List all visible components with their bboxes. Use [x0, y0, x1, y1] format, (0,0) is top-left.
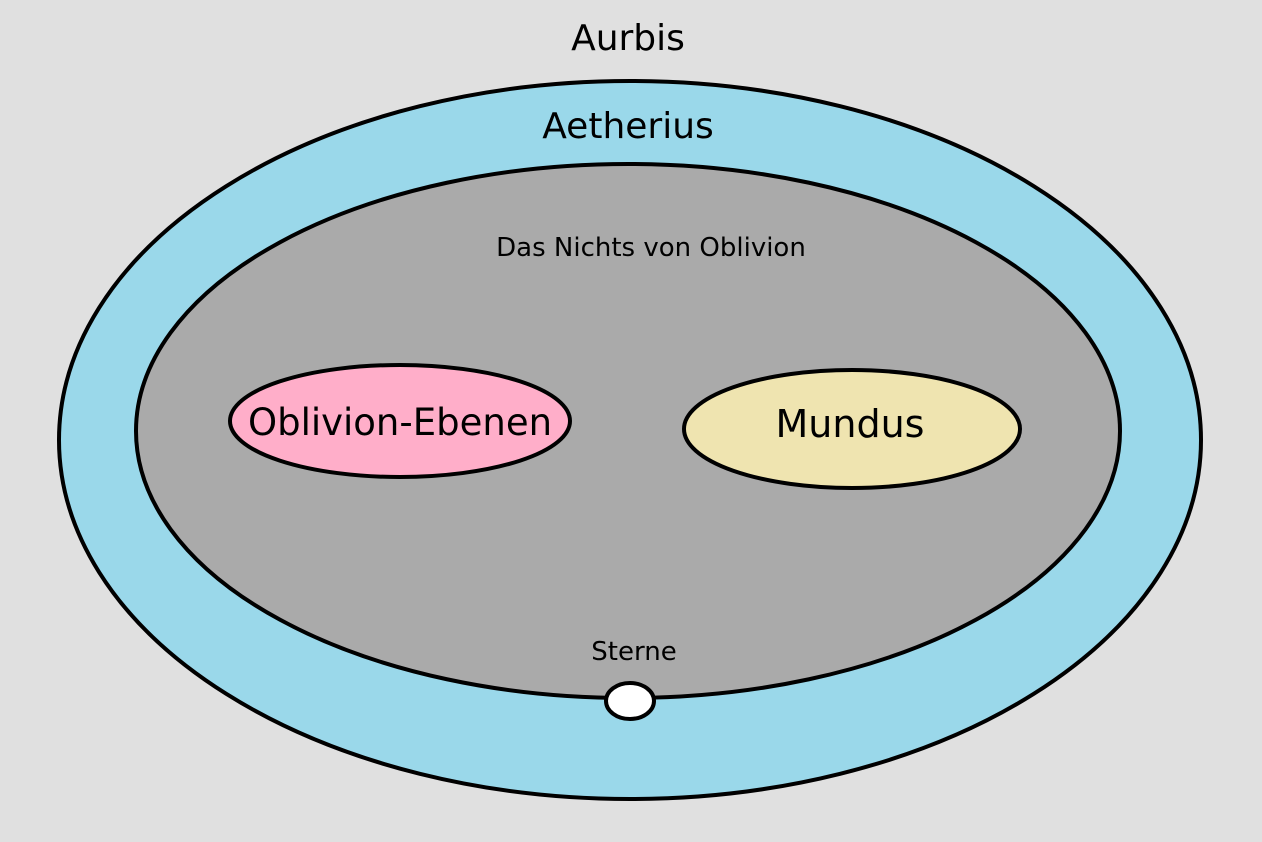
mundus-label: Mundus — [776, 402, 925, 446]
oblivion-planes-ellipse — [228, 363, 572, 479]
star-ellipse — [604, 681, 656, 721]
oblivion-planes-label: Oblivion-Ebenen — [248, 401, 552, 444]
void-label: Das Nichts von Oblivion — [496, 233, 806, 263]
stars-label: Sterne — [591, 637, 676, 667]
aetherius-label: Aetherius — [542, 106, 714, 147]
aurbis-label: Aurbis — [571, 18, 685, 59]
mundus-ellipse — [682, 368, 1022, 490]
